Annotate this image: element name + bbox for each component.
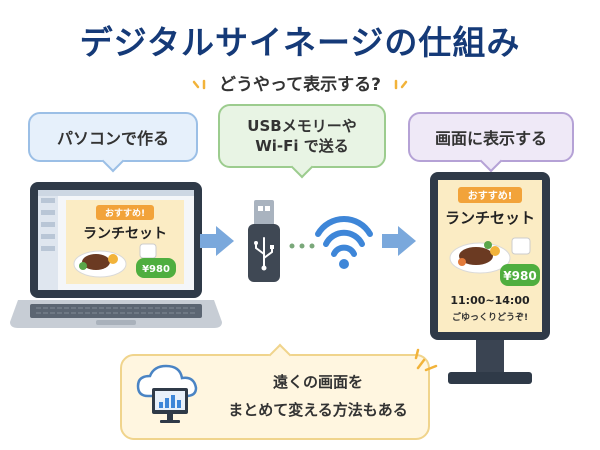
remote-update-text: 遠くの画面を まとめて変える方法もある xyxy=(218,368,418,424)
sparkle-left-icon xyxy=(192,79,206,89)
step-bubble-send: USBメモリーや Wi-Fi で送る xyxy=(218,104,386,179)
remote-update-note: 遠くの画面を まとめて変える方法もある xyxy=(120,343,430,440)
cloud-monitor-icon xyxy=(136,364,198,423)
laptop-price: ¥980 xyxy=(142,264,170,275)
remote-note-line1: 遠くの画面を xyxy=(272,373,363,391)
connection-dots xyxy=(289,243,315,249)
arrow-right-icon xyxy=(200,226,234,256)
remote-note-line2: まとめて変える方法もある xyxy=(228,401,408,419)
step-send-label-line2: Wi-Fi で送る xyxy=(255,137,349,155)
kiosk-badge xyxy=(458,187,522,203)
kiosk-message: ごゆっくりどうぞ! xyxy=(452,311,528,323)
sparkle-right-icon xyxy=(394,79,408,89)
kiosk-badge-text: おすすめ! xyxy=(468,190,513,202)
subtitle-row: どうやって表示する? xyxy=(0,70,600,95)
subtitle: どうやって表示する? xyxy=(218,75,381,95)
usb-stick-icon xyxy=(248,200,280,282)
sparkle-icon xyxy=(414,348,438,372)
wifi-icon xyxy=(315,215,373,257)
step-send-label-line1: USBメモリーや xyxy=(247,117,357,135)
page-title: デジタルサイネージの仕組み xyxy=(79,23,521,62)
kiosk-price: ¥980 xyxy=(503,269,536,283)
laptop-price-badge xyxy=(136,258,176,278)
signage-kiosk-icon: おすすめ! ランチセット ¥980 11:00~14:00 ごゆっくりどうぞ! xyxy=(430,172,550,384)
laptop-menu-title: ランチセット xyxy=(83,226,167,242)
step-create-label: パソコンで作る xyxy=(56,129,169,148)
kiosk-menu-title: ランチセット xyxy=(445,209,535,227)
kiosk-price-badge xyxy=(500,264,540,286)
step-bubble-display: 画面に表示する xyxy=(408,112,574,173)
kiosk-hours: 11:00~14:00 xyxy=(450,294,530,307)
step-bubble-create: パソコンで作る xyxy=(28,112,198,173)
laptop-badge xyxy=(96,205,154,220)
step-display-label: 画面に表示する xyxy=(434,129,547,148)
laptop-badge-text: おすすめ! xyxy=(105,208,145,219)
arrow-right-icon xyxy=(382,226,416,256)
laptop-icon: おすすめ! ランチセット ¥980 xyxy=(10,182,222,328)
